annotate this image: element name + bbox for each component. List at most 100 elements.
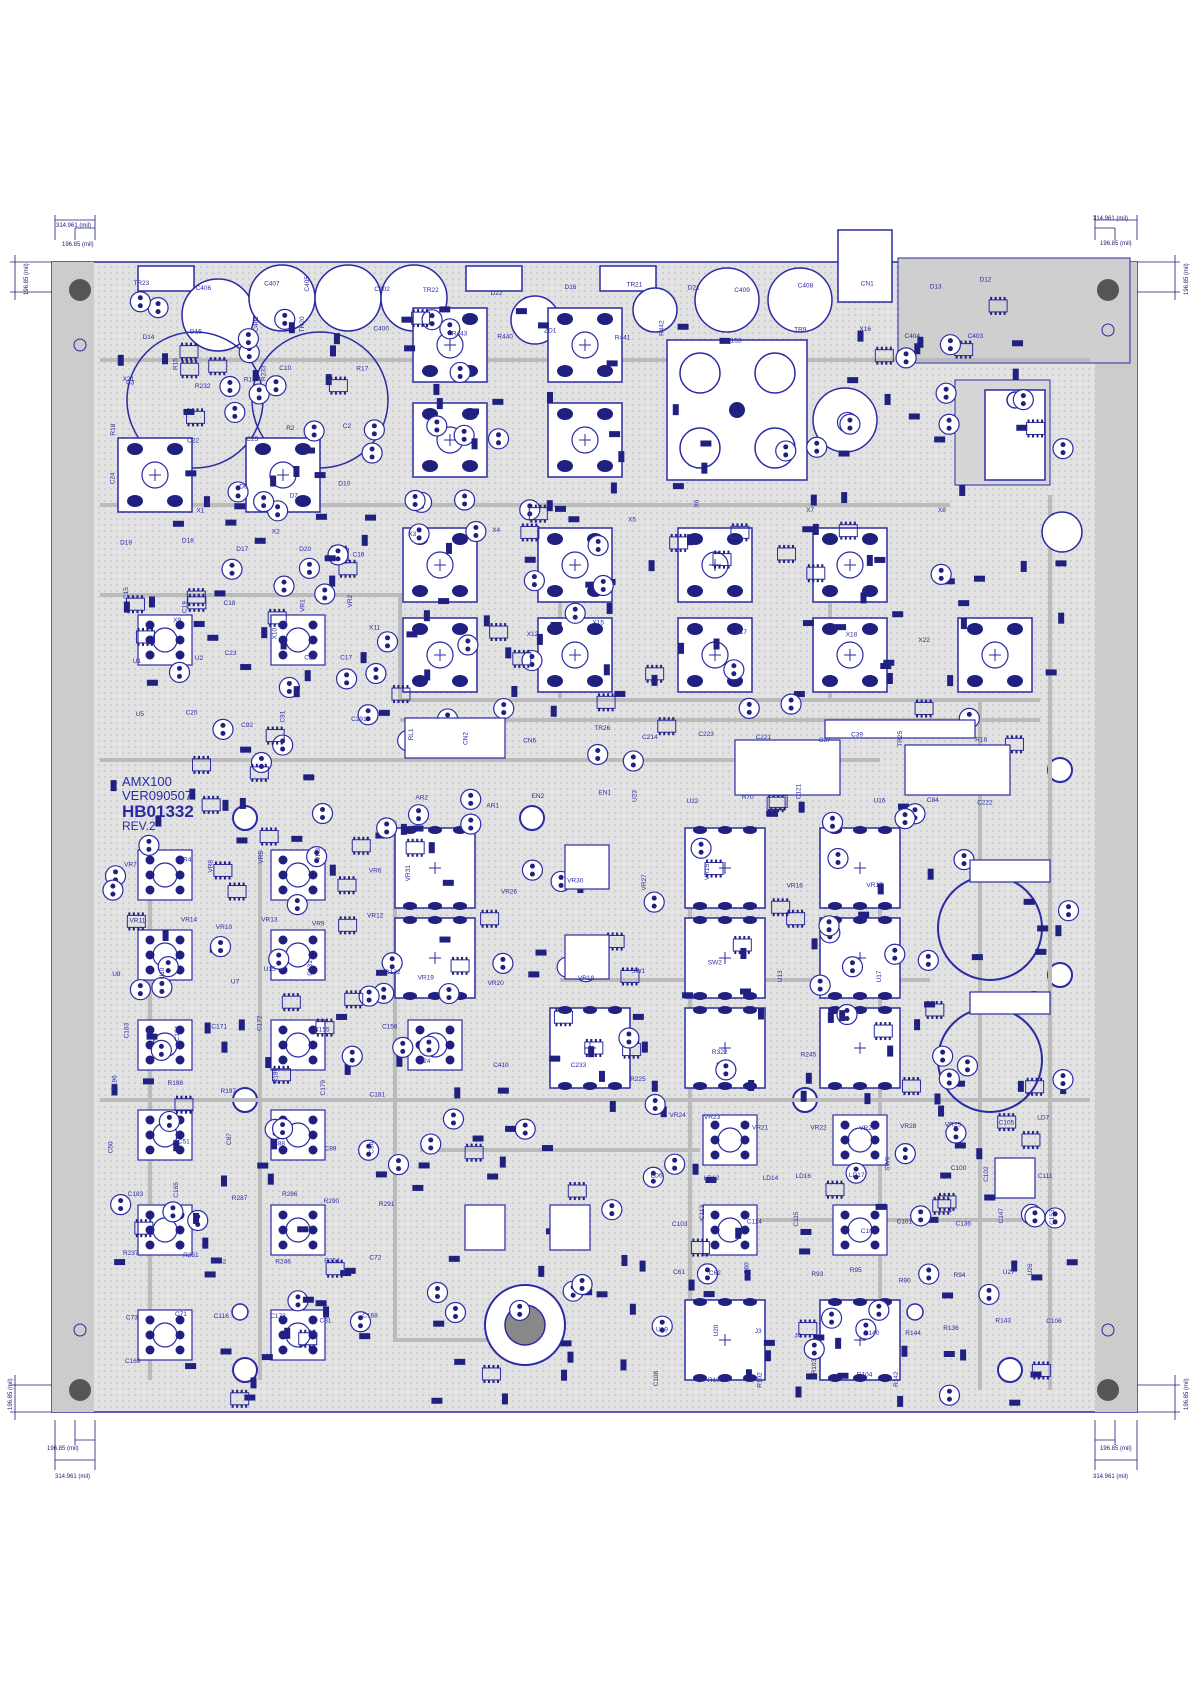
reference-designator: C147	[998, 1208, 1005, 1224]
reference-designator: R94	[954, 1272, 966, 1279]
smd-pad	[858, 911, 870, 918]
small-capacitor	[723, 659, 745, 681]
ic-outline	[405, 841, 425, 855]
smd-pad	[847, 377, 859, 384]
smd-pad	[561, 1369, 568, 1381]
smd-pad	[947, 675, 954, 687]
smd-pad	[400, 823, 407, 835]
reference-designator: U10	[159, 967, 166, 979]
reference-designator: U27	[1003, 1269, 1015, 1276]
board-code: HB01332	[122, 802, 194, 821]
smd-pad	[418, 1162, 430, 1169]
ic-outline	[786, 912, 806, 926]
smd-pad	[703, 1291, 715, 1298]
reference-designator: C163	[124, 1022, 131, 1038]
smd-pad	[800, 1090, 807, 1102]
ic-outline	[567, 1184, 587, 1198]
smd-pad	[877, 883, 884, 895]
small-capacitor	[690, 837, 712, 859]
reference-designator: D13	[930, 284, 942, 291]
reference-designator: C96	[369, 1141, 376, 1153]
smd-pad	[835, 1337, 842, 1349]
smd-pad	[942, 1292, 954, 1299]
smd-pad	[960, 1349, 967, 1361]
ic-outline	[179, 345, 199, 359]
smd-pad	[629, 1303, 636, 1315]
reference-designator: R246	[275, 1259, 291, 1266]
small-trimmer	[137, 614, 193, 666]
smd-pad	[866, 554, 873, 566]
smd-pad	[280, 638, 287, 650]
reference-designator: VR15	[704, 864, 711, 881]
small-capacitor	[273, 575, 295, 597]
reference-designator: R144	[905, 1330, 921, 1337]
ic-outline	[732, 938, 752, 952]
reference-designator: D7	[290, 493, 299, 500]
smd-pad	[239, 797, 246, 809]
smd-pad	[240, 746, 252, 753]
reference-designator: U5	[136, 711, 145, 718]
small-capacitor	[408, 523, 430, 545]
ic-outline	[1026, 421, 1046, 435]
small-capacitor	[361, 442, 383, 464]
reference-designator: U7	[231, 978, 240, 985]
reference-designator: C87	[226, 1133, 233, 1145]
smd-pad	[917, 336, 924, 348]
smd-pad	[183, 408, 195, 415]
smd-pad	[798, 801, 805, 813]
small-capacitor	[219, 375, 241, 398]
small-capacitor	[272, 734, 294, 756]
small-capacitor	[487, 428, 510, 450]
smd-pad	[719, 337, 731, 344]
smd-pad	[546, 391, 553, 403]
small-capacitor	[945, 1122, 967, 1144]
smd-pad	[603, 664, 610, 676]
reference-designator: X17	[735, 629, 747, 636]
ic-outline	[186, 590, 206, 604]
ic-outline	[411, 311, 431, 325]
reference-designator: R102	[757, 1372, 764, 1388]
small-capacitor	[421, 309, 443, 331]
reference-designator: C172	[256, 1015, 263, 1031]
ic-outline	[464, 1146, 484, 1160]
smd-pad	[265, 1057, 272, 1069]
smd-pad	[336, 1013, 348, 1020]
smd-pad	[535, 949, 547, 956]
smd-pad	[677, 323, 689, 330]
smd-pad	[835, 624, 847, 631]
ic-outline	[596, 695, 616, 709]
smd-pad	[329, 575, 336, 587]
reference-designator: C107	[861, 1228, 877, 1235]
small-capacitor	[157, 956, 179, 978]
smd-pad	[293, 465, 300, 477]
small-capacitor	[521, 649, 543, 672]
smd-pad	[111, 1084, 118, 1096]
small-capacitor	[376, 631, 399, 653]
small-capacitor	[341, 1045, 363, 1067]
trimmer-block	[819, 826, 901, 910]
reference-designator: C400	[373, 326, 389, 333]
reference-designator: C103	[672, 1221, 688, 1228]
smd-pad	[472, 1135, 484, 1142]
reference-designator: C116	[214, 1313, 229, 1320]
reference-designator: VR14	[181, 917, 198, 924]
small-trimmer	[702, 1114, 758, 1166]
small-trimmer	[137, 849, 193, 901]
trimmer-block	[684, 1298, 766, 1382]
smd-pad	[618, 451, 625, 463]
smd-pad	[1066, 1259, 1078, 1266]
ic-outline	[690, 1241, 710, 1255]
ic-outline	[1021, 1133, 1041, 1147]
smd-pad	[585, 581, 597, 588]
small-trimmer	[832, 1204, 888, 1256]
smd-pad	[651, 1080, 658, 1092]
reference-designator: C214	[642, 734, 658, 741]
smd-pad	[954, 1142, 966, 1149]
dim-inner-top-right: 196.85 (mil)	[1100, 241, 1132, 247]
reference-designator: C101	[897, 1218, 913, 1225]
ic-outline	[704, 862, 724, 876]
small-capacitor	[465, 520, 487, 543]
smd-pad	[238, 1019, 245, 1031]
reference-designator: C20	[186, 709, 198, 716]
